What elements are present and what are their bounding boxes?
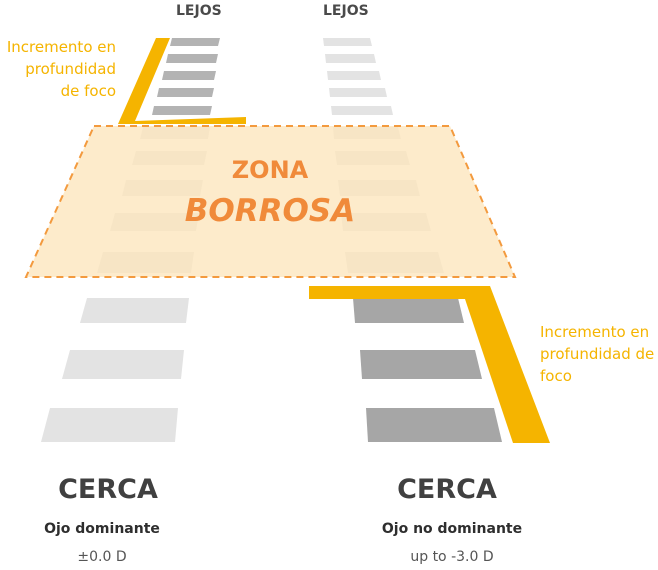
right-bar-1	[323, 38, 372, 46]
left-depth-bracket	[118, 38, 246, 124]
right-bar-3	[327, 71, 381, 80]
right-bar-2	[325, 54, 376, 63]
left-bar-13	[41, 408, 178, 442]
eye-label-right: Ojo no dominante	[381, 521, 523, 537]
right-bar-11	[353, 298, 464, 323]
depth-increase-label-right: Incremento en profundidad de foco	[540, 323, 655, 385]
left-bar-4	[157, 88, 214, 97]
power-label-left: ±0.0 D	[77, 549, 127, 565]
left-bar-2	[166, 54, 218, 63]
left-bar-11	[80, 298, 189, 323]
power-label-right: up to -3.0 D	[410, 549, 494, 565]
right-bar-13	[366, 408, 502, 442]
far-label-left: LEJOS	[176, 3, 222, 19]
right-bar-12	[360, 350, 482, 379]
left-bar-12	[62, 350, 184, 379]
far-label-right: LEJOS	[323, 3, 369, 19]
near-label-right: CERCA	[397, 474, 497, 505]
depth-increase-label-left: Incremento en profundidad de foco	[6, 38, 116, 100]
blur-zone-title: ZONA	[231, 156, 309, 184]
right-depth-bracket	[309, 286, 550, 443]
near-label-left: CERCA	[58, 474, 158, 505]
right-bar-4	[329, 88, 387, 97]
blur-zone-subtitle: BORROSA	[184, 193, 356, 229]
blur-zone	[24, 125, 517, 278]
left-bar-3	[162, 71, 216, 80]
right-bar-5	[331, 106, 393, 115]
left-bar-1	[170, 38, 220, 46]
eye-label-left: Ojo dominante	[44, 521, 160, 537]
left-bar-5	[152, 106, 212, 115]
